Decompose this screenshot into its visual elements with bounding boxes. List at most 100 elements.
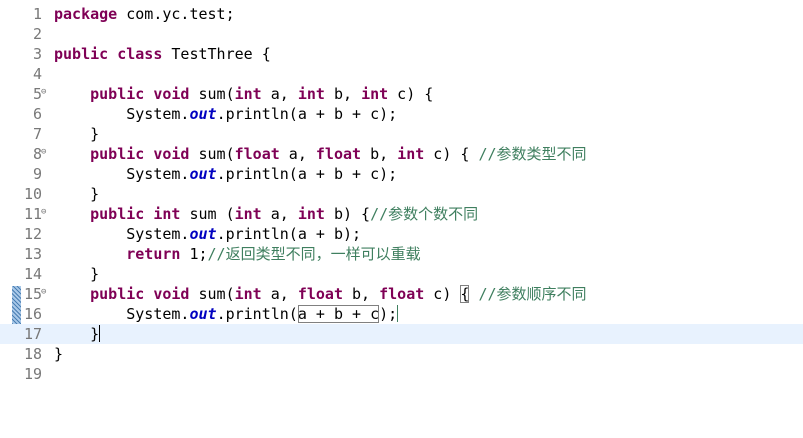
code-token: b) {	[324, 205, 371, 223]
line-number: 11	[23, 205, 42, 223]
line-number: 17	[23, 325, 42, 343]
line-text: public class TestThree {	[54, 44, 271, 64]
code-token: a,	[261, 85, 298, 103]
line-number: 16	[23, 305, 42, 323]
code-token: }	[90, 325, 100, 343]
line-text: }	[54, 124, 99, 144]
line-number: 4	[32, 65, 42, 83]
code-token: System.	[126, 305, 190, 323]
code-line[interactable]: 6 System.out.println(a + b + c);	[0, 104, 803, 124]
keyword: public	[90, 145, 145, 163]
code-line[interactable]: 1 package com.yc.test;	[0, 4, 803, 24]
code-line[interactable]: 18 }	[0, 344, 803, 364]
line-number: 9	[32, 165, 42, 183]
line-text: System.out.println(a + b + c);	[54, 304, 399, 324]
code-token: c)	[424, 285, 461, 303]
code-token: sum(	[189, 285, 235, 303]
collapse-icon[interactable]: ⊖	[41, 287, 47, 297]
code-token: c) {	[424, 145, 470, 163]
code-token: a,	[261, 205, 298, 223]
text-cursor	[99, 325, 101, 342]
matching-bracket: {	[460, 285, 470, 303]
code-token: sum(	[189, 85, 235, 103]
keyword: public	[54, 45, 109, 63]
current-code-line[interactable]: 17 }	[0, 324, 803, 344]
line-text: }	[54, 344, 63, 364]
code-line[interactable]: 2	[0, 24, 803, 44]
code-token: System.	[126, 105, 190, 123]
code-token: b,	[361, 145, 398, 163]
line-text: }	[54, 184, 99, 204]
line-number: 7	[32, 125, 42, 143]
keyword: return	[126, 245, 181, 263]
line-number: 2	[32, 25, 42, 43]
code-token: .println(a + b + c);	[216, 165, 398, 183]
code-line[interactable]: 5 ⊖ public void sum(int a, int b, int c)…	[0, 84, 803, 104]
line-text: }	[54, 264, 99, 284]
line-text: }	[54, 324, 101, 344]
code-line[interactable]: 9 System.out.println(a + b + c);	[0, 164, 803, 184]
code-comment: //参数顺序不同	[478, 285, 587, 303]
code-token: b,	[324, 85, 362, 103]
change-ruler-marker[interactable]	[12, 286, 21, 341]
code-line[interactable]: 10 }	[0, 184, 803, 204]
collapse-icon[interactable]: ⊖	[41, 87, 47, 97]
code-token: }	[90, 265, 100, 283]
line-number: 12	[23, 225, 42, 243]
line-text: public void sum(float a, float b, int c)…	[54, 144, 587, 164]
keyword: int	[234, 205, 262, 223]
code-token: c) {	[388, 85, 434, 103]
field-token: out	[189, 105, 217, 123]
code-line[interactable]: 19	[0, 364, 803, 384]
code-token: com.yc.test;	[117, 5, 235, 23]
code-line[interactable]: 4	[0, 64, 803, 84]
code-line[interactable]: 8 ⊖ public void sum(float a, float b, in…	[0, 144, 803, 164]
line-text: System.out.println(a + b + c);	[54, 164, 397, 184]
code-line[interactable]: 12 System.out.println(a + b);	[0, 224, 803, 244]
keyword: class	[117, 45, 163, 63]
code-area[interactable]: 1 package com.yc.test; 2 3 public class …	[0, 4, 803, 384]
keyword: int	[153, 205, 181, 223]
line-text: return 1;//返回类型不同，一样可以重载	[54, 244, 421, 264]
line-number: 6	[32, 105, 42, 123]
code-token: 1;	[180, 245, 208, 263]
code-comment: //参数个数不同	[370, 205, 479, 223]
code-comment: //返回类型不同，一样可以重载	[207, 245, 421, 263]
code-token: }	[90, 125, 100, 143]
line-number: 1	[32, 5, 42, 23]
collapse-icon[interactable]: ⊖	[41, 207, 47, 217]
keyword: float	[234, 145, 280, 163]
line-number: 5	[32, 85, 42, 103]
keyword: public	[90, 285, 145, 303]
keyword: public	[90, 205, 145, 223]
code-comment: //参数类型不同	[478, 145, 587, 163]
code-line[interactable]: 13 return 1;//返回类型不同，一样可以重载	[0, 244, 803, 264]
code-token: TestThree {	[162, 45, 271, 63]
field-token: out	[189, 165, 217, 183]
code-line[interactable]: 7 }	[0, 124, 803, 144]
linked-arguments-box[interactable]: a + b + c	[297, 305, 380, 323]
line-text: package com.yc.test;	[54, 4, 235, 24]
line-number: 10	[23, 185, 42, 203]
keyword: int	[397, 145, 425, 163]
code-token: .println(a + b + c);	[216, 105, 398, 123]
line-text: public void sum(int a, float b, float c)…	[54, 284, 587, 304]
keyword: int	[234, 85, 262, 103]
exit-position-marker	[397, 305, 399, 322]
code-token: a,	[279, 145, 316, 163]
line-number: 8	[32, 145, 42, 163]
line-text: public int sum (int a, int b) {//参数个数不同	[54, 204, 478, 224]
code-line[interactable]: 14 }	[0, 264, 803, 284]
code-line[interactable]: 3 public class TestThree {	[0, 44, 803, 64]
collapse-icon[interactable]: ⊖	[41, 147, 47, 157]
code-line[interactable]: 11 ⊖ public int sum (int a, int b) {//参数…	[0, 204, 803, 224]
line-number: 18	[23, 345, 42, 363]
line-number: 14	[23, 265, 42, 283]
code-token: b,	[343, 285, 380, 303]
line-number: 3	[32, 45, 42, 63]
keyword: void	[153, 85, 190, 103]
code-line[interactable]: 15 ⊖ public void sum(int a, float b, flo…	[0, 284, 803, 304]
code-line[interactable]: 16 System.out.println(a + b + c);	[0, 304, 803, 324]
keyword: float	[297, 285, 343, 303]
